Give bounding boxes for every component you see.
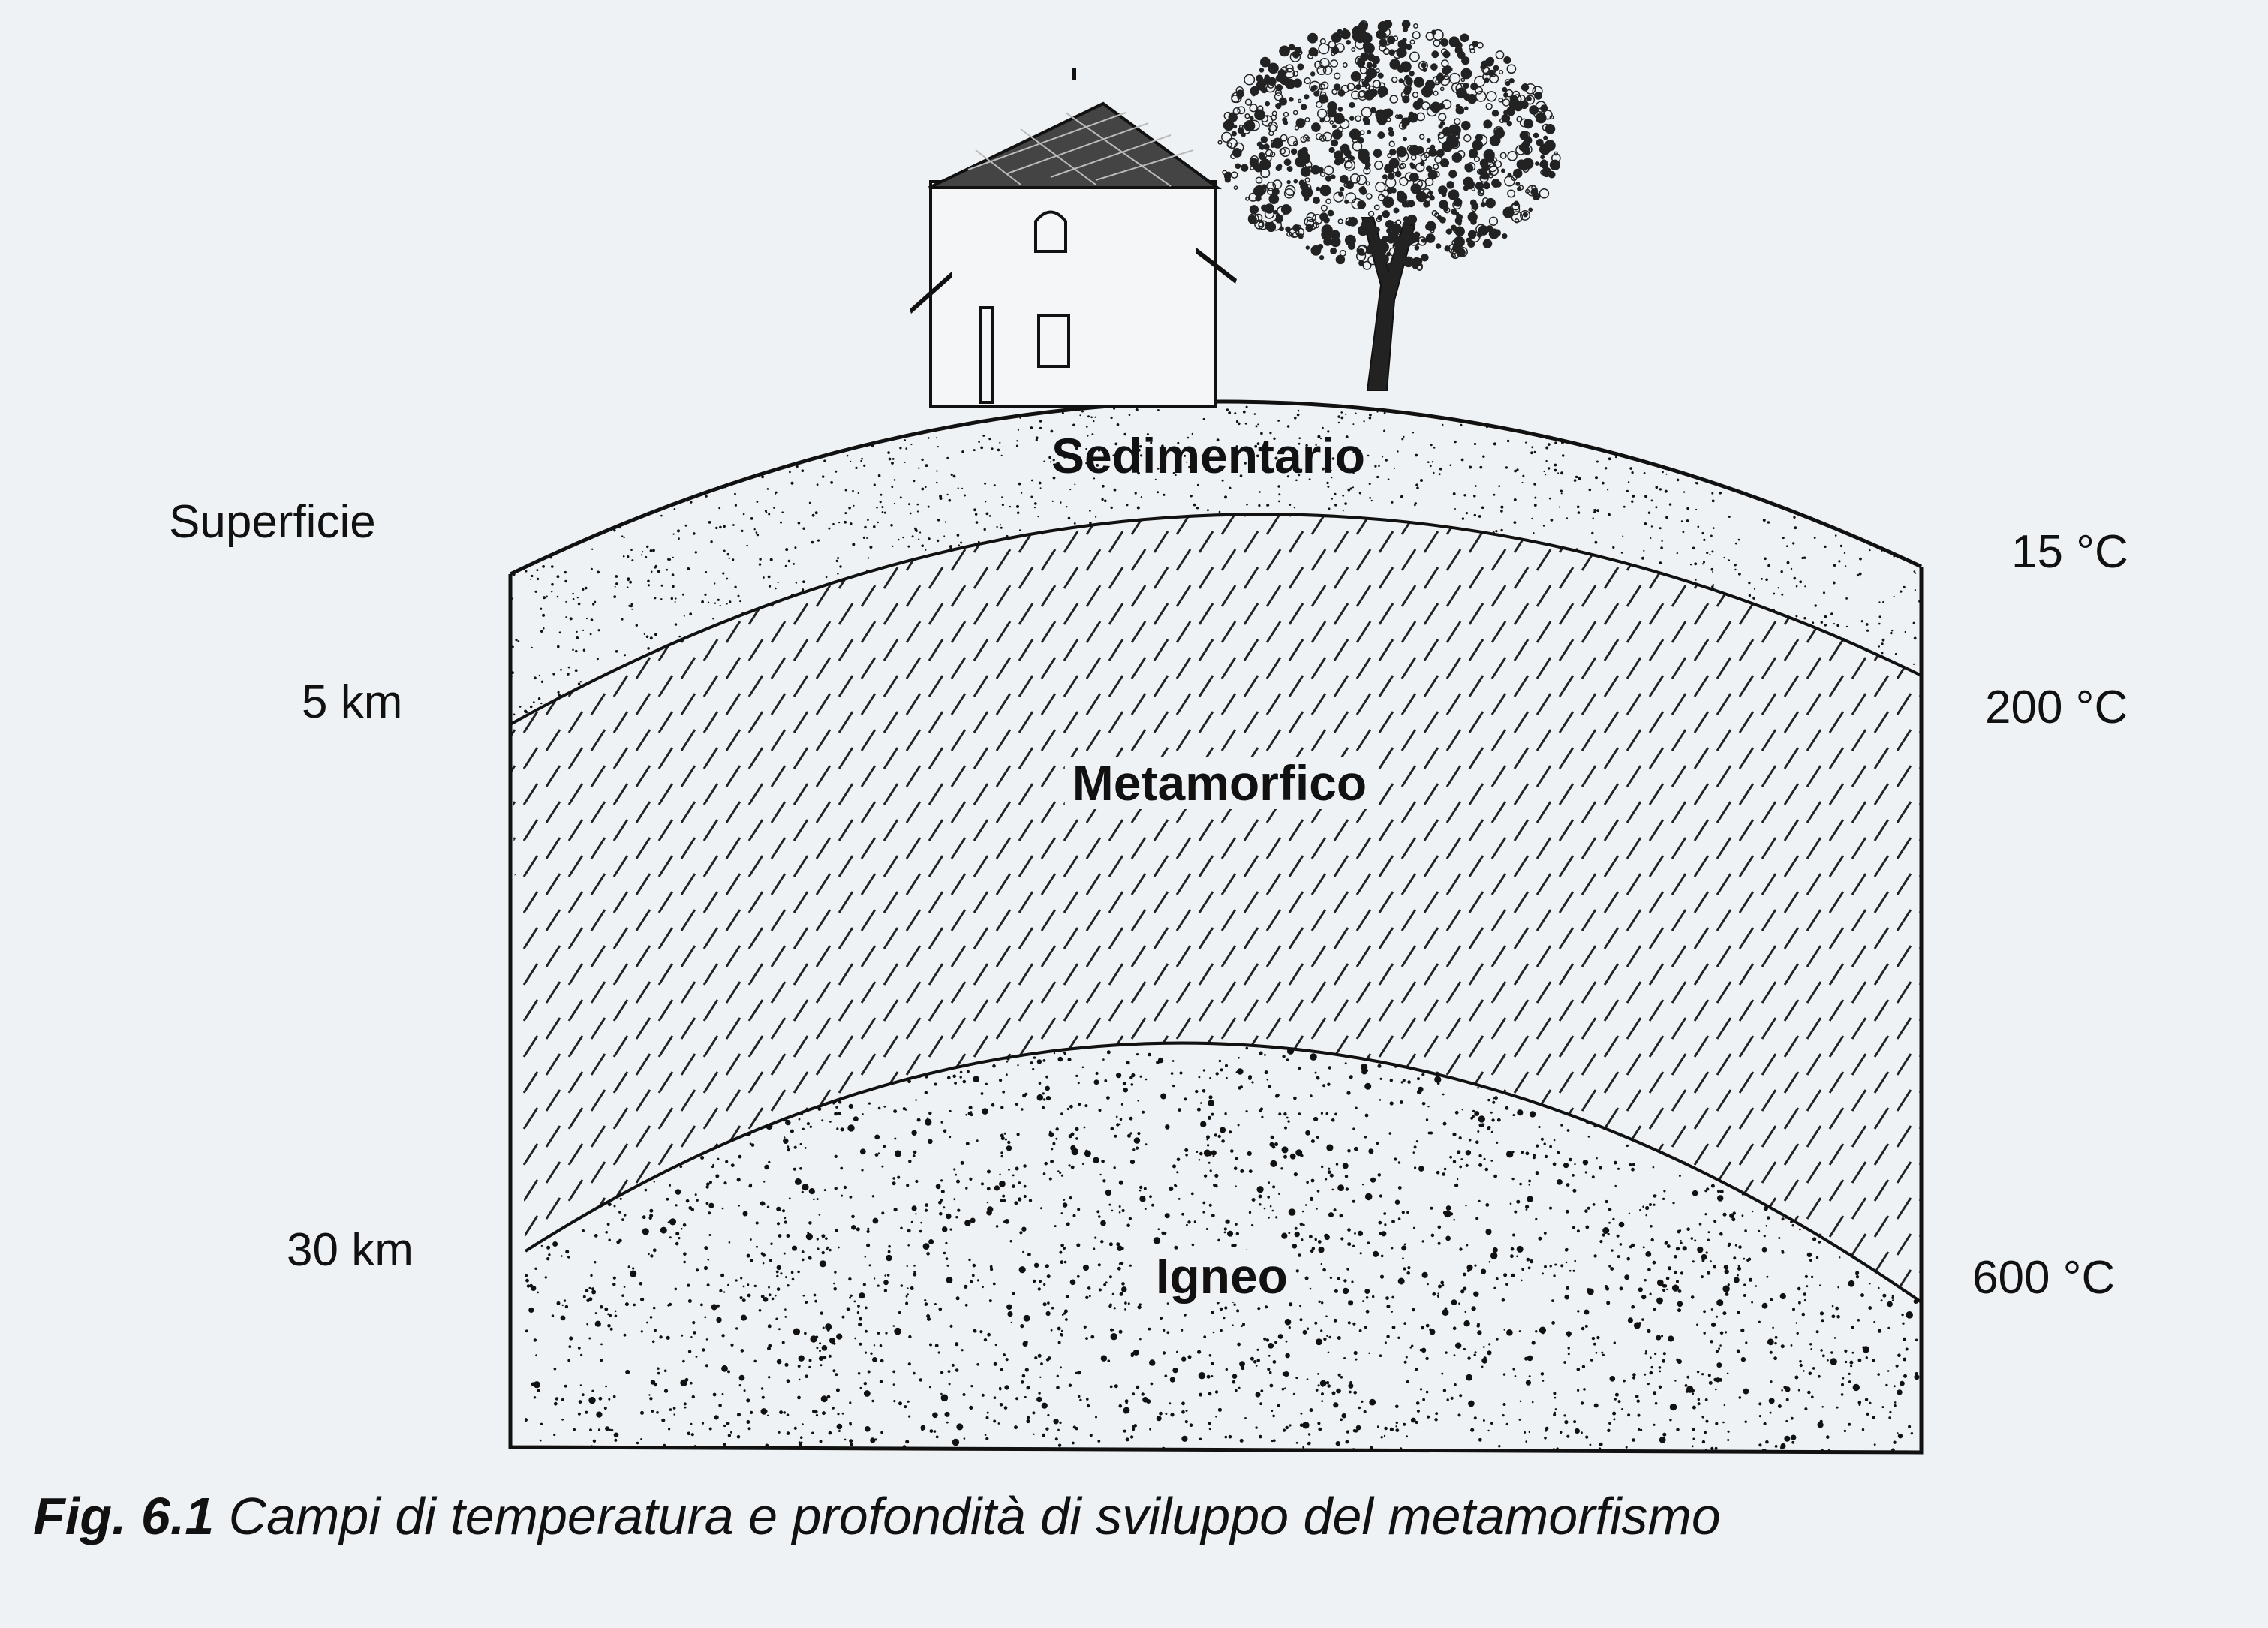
figure-number: Fig. 6.1 xyxy=(33,1487,215,1545)
igneous-texture xyxy=(525,1043,1921,1452)
boundary-5km xyxy=(510,513,1922,726)
sedimentary-layer xyxy=(510,401,1921,724)
layer-label-metamorphic: Metamorfico xyxy=(1064,757,1375,809)
boundary-30km xyxy=(524,1041,1923,1304)
igneous-layer xyxy=(525,1043,1921,1452)
metamorphic-layer xyxy=(510,514,1921,1302)
figure-caption: Fig. 6.1 Campi di temperatura e profondi… xyxy=(33,1490,1721,1542)
house-icon xyxy=(910,68,1237,408)
layer-label-sedimentary: Sedimentario xyxy=(1051,428,1366,483)
label-surface: Superficie xyxy=(169,496,376,548)
figure-caption-text: Campi di temperatura e profondità di svi… xyxy=(228,1487,1721,1545)
tree-icon xyxy=(1217,20,1561,391)
label-depth-30km: 30 km xyxy=(287,1224,414,1276)
block-outline xyxy=(508,567,1924,1455)
label-temp-surface: 15 °C xyxy=(2011,526,2128,578)
layer-label-igneous: Igneo xyxy=(1148,1250,1295,1302)
label-temp-5km: 200 °C xyxy=(1985,682,2128,733)
label-temp-30km: 600 °C xyxy=(1972,1252,2116,1304)
label-depth-5km: 5 km xyxy=(302,676,403,728)
